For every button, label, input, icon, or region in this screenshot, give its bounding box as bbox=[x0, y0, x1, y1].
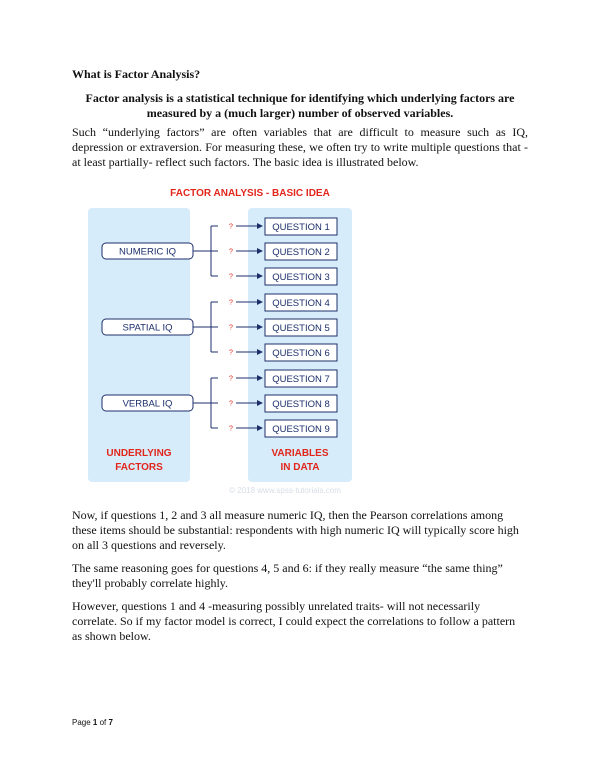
link-mark: ? bbox=[229, 249, 233, 256]
question-boxes: QUESTION 1 QUESTION 2 QUESTION 3 QUESTIO… bbox=[264, 217, 338, 438]
factor-analysis-diagram: FACTOR ANALYSIS - BASIC IDEA bbox=[80, 180, 370, 500]
factor-label: VERBAL IQ bbox=[123, 399, 173, 410]
question-label: QUESTION 8 bbox=[272, 399, 330, 410]
factor-box-verbal: VERBAL IQ bbox=[101, 394, 194, 412]
paragraph-unrelated: However, questions 1 and 4 -measuring po… bbox=[72, 599, 516, 643]
question-label: QUESTION 3 bbox=[272, 272, 330, 283]
page-footer: Page 1 of 7 bbox=[72, 718, 113, 727]
factor-box-numeric: NUMERIC IQ bbox=[101, 242, 194, 260]
link-mark: ? bbox=[229, 350, 233, 357]
variables-panel-label-line1: VARIABLES bbox=[271, 448, 328, 459]
link-mark: ? bbox=[229, 224, 233, 231]
question-label: QUESTION 9 bbox=[272, 424, 330, 435]
factor-label: SPATIAL IQ bbox=[123, 323, 173, 334]
connector-lines bbox=[193, 225, 258, 429]
footer-separator: of bbox=[97, 718, 109, 727]
link-marks: ? ? ? ? ? ? ? ? ? bbox=[229, 224, 233, 433]
factors-panel bbox=[88, 208, 190, 482]
footer-total-pages: 7 bbox=[108, 718, 113, 727]
question-label: QUESTION 7 bbox=[272, 374, 330, 385]
factors-panel-label-line1: UNDERLYING bbox=[106, 448, 171, 459]
footer-prefix: Page bbox=[72, 718, 93, 727]
factors-panel-label-line2: FACTORS bbox=[115, 462, 163, 473]
factor-label: NUMERIC IQ bbox=[119, 247, 176, 258]
diagram-watermark: © 2018 www.spss-tutorials.com bbox=[229, 486, 341, 495]
link-mark: ? bbox=[229, 426, 233, 433]
question-label: QUESTION 5 bbox=[272, 323, 330, 334]
question-label: QUESTION 2 bbox=[272, 247, 330, 258]
link-mark: ? bbox=[229, 376, 233, 383]
factor-box-spatial: SPATIAL IQ bbox=[101, 318, 194, 336]
link-mark: ? bbox=[229, 274, 233, 281]
question-label: QUESTION 4 bbox=[272, 298, 330, 309]
link-mark: ? bbox=[229, 325, 233, 332]
footer-current-page: 1 bbox=[92, 718, 98, 727]
link-mark: ? bbox=[229, 300, 233, 307]
section-heading: What is Factor Analysis? bbox=[72, 67, 201, 81]
paragraph-intro: Such “underlying factors” are often vari… bbox=[72, 125, 528, 169]
question-label: QUESTION 6 bbox=[272, 348, 330, 359]
paragraph-numeric: Now, if questions 1, 2 and 3 all measure… bbox=[72, 508, 519, 552]
arrow-heads bbox=[257, 223, 263, 431]
lead-statement: Factor analysis is a statistical techniq… bbox=[85, 91, 515, 120]
paragraph-spatial: The same reasoning goes for questions 4,… bbox=[72, 561, 503, 590]
diagram-title: FACTOR ANALYSIS - BASIC IDEA bbox=[170, 188, 330, 199]
question-label: QUESTION 1 bbox=[272, 222, 330, 233]
link-mark: ? bbox=[229, 401, 233, 408]
variables-panel-label-line2: IN DATA bbox=[280, 462, 319, 473]
